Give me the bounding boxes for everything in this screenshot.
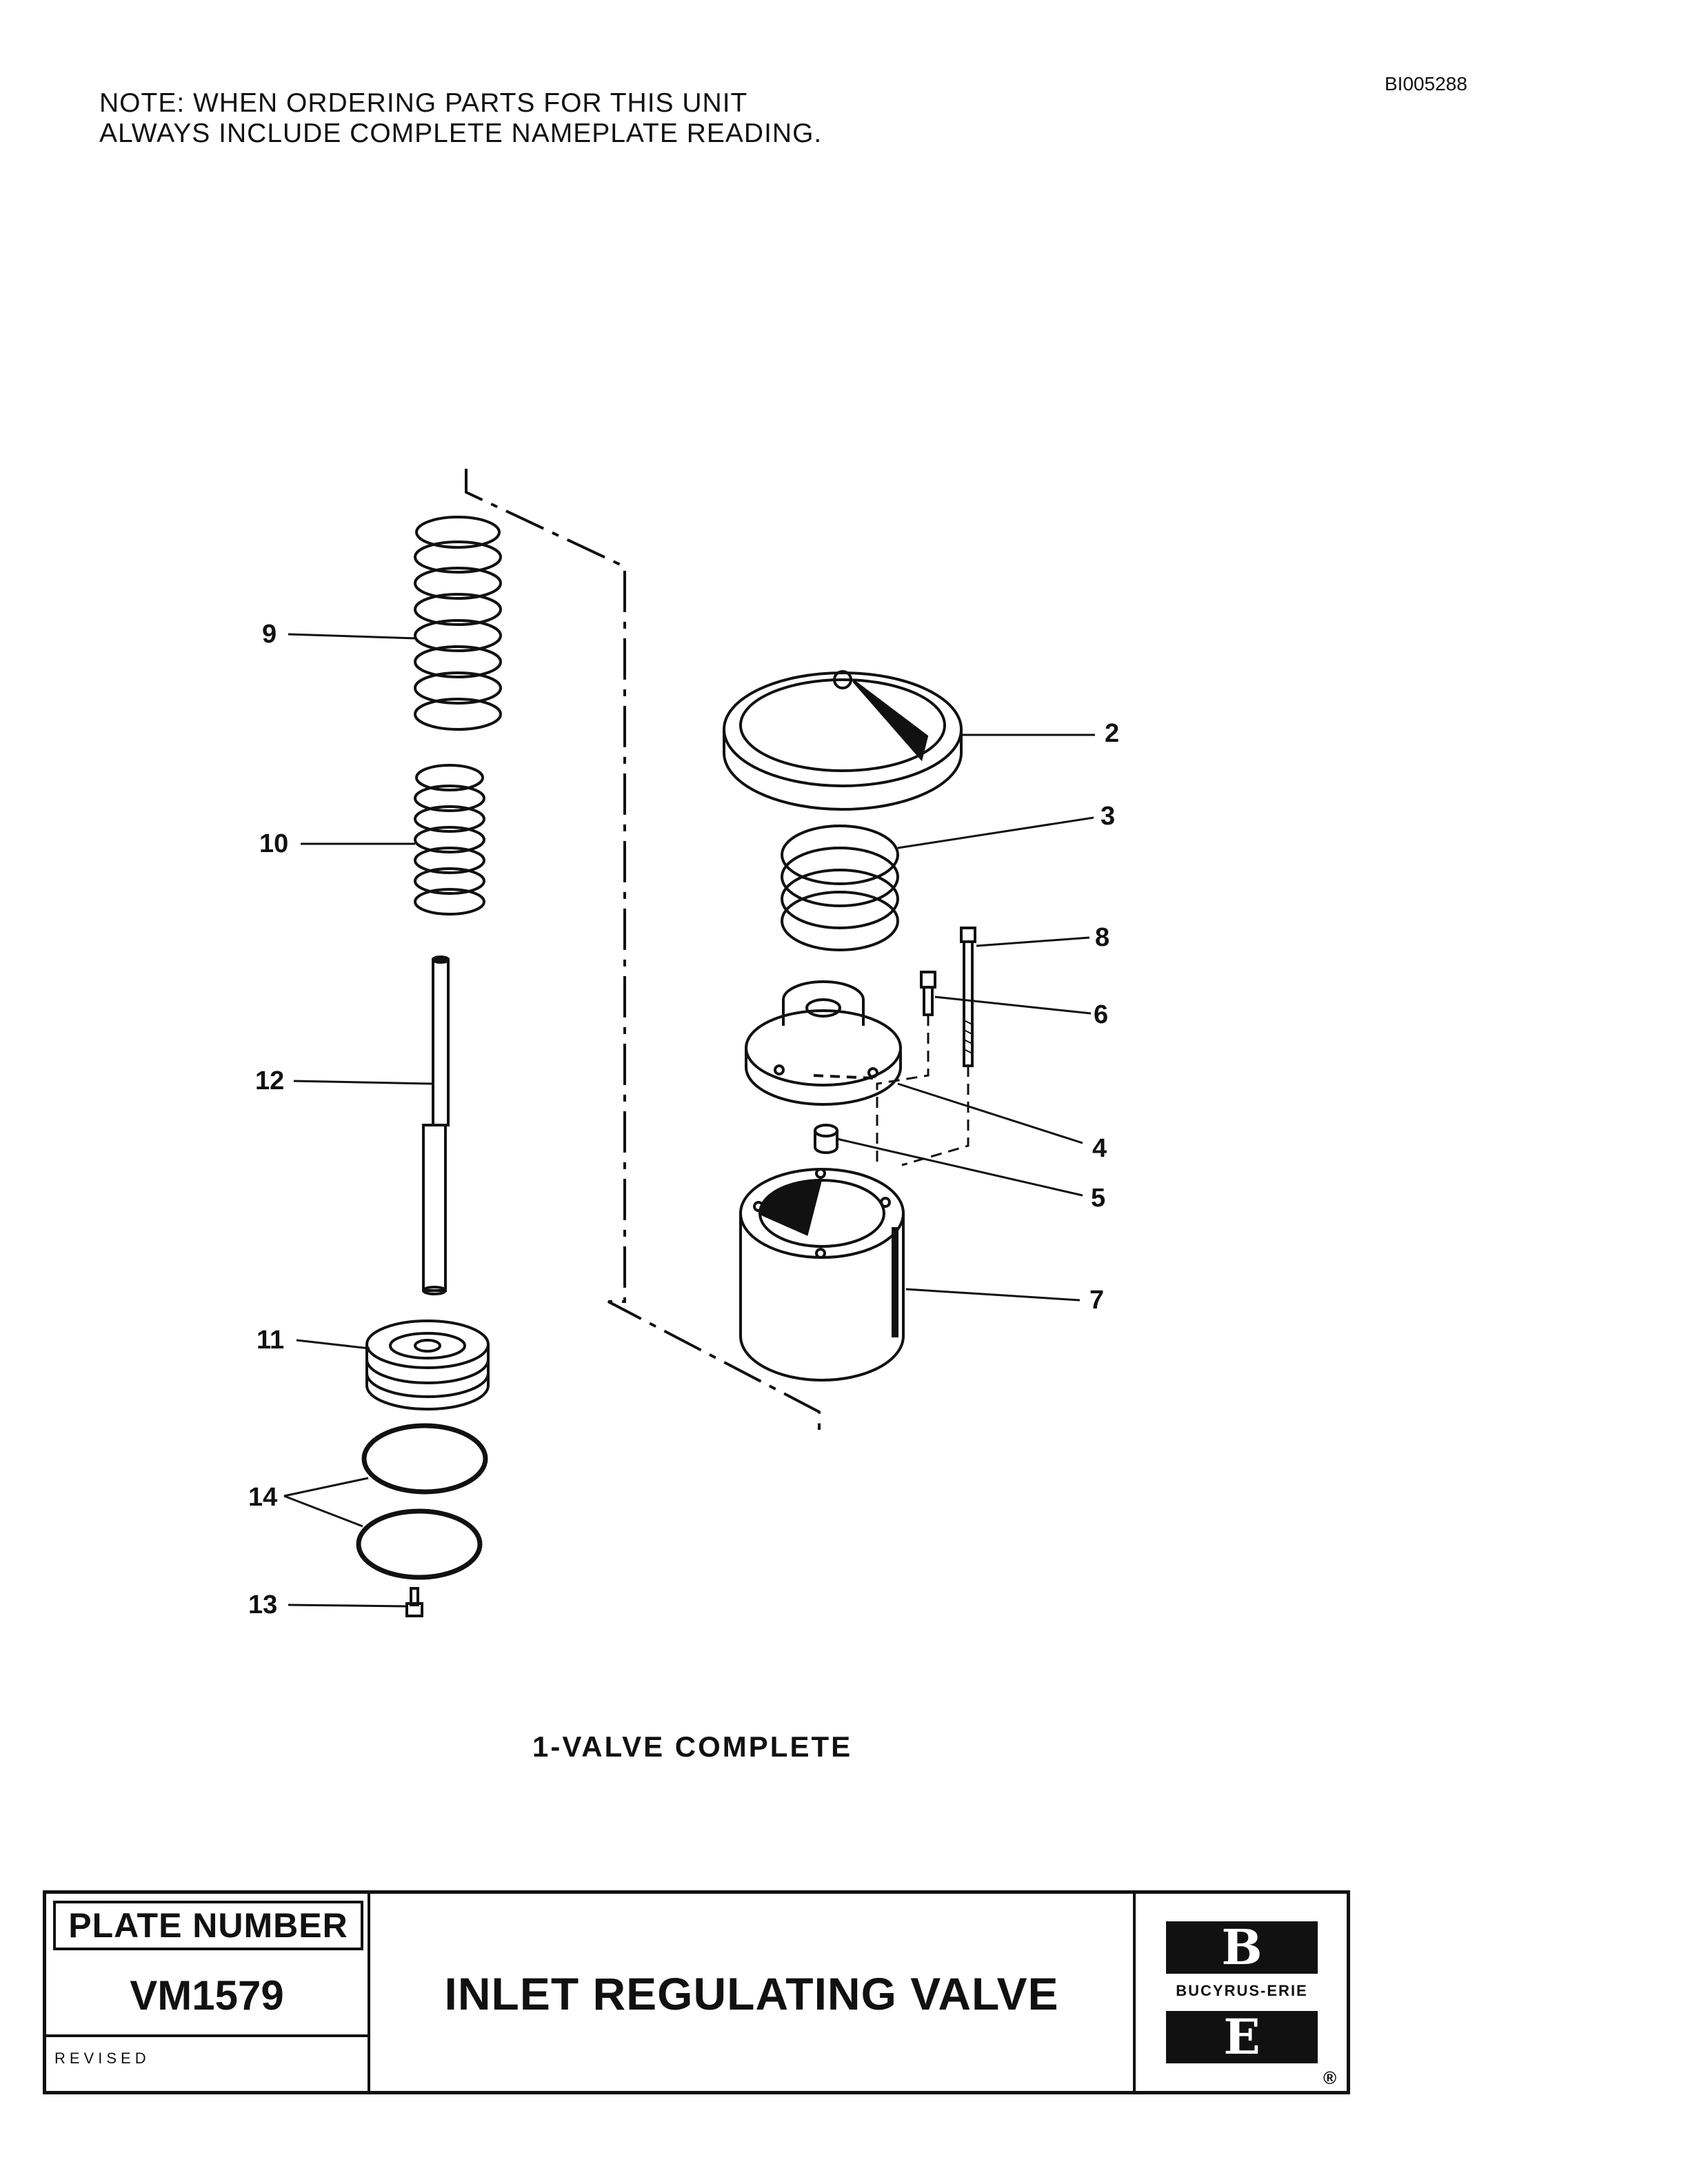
leader-lines: [283, 633, 1095, 1608]
part-13-screw: [405, 1587, 423, 1617]
part-2-diaphragm: [723, 670, 963, 811]
plate-number-section: PLATE NUMBER VM1579 REVISED: [46, 1894, 370, 2091]
callout-12: 12: [255, 1066, 284, 1095]
part-3-spring: [781, 825, 899, 951]
callout-4: 4: [1092, 1134, 1107, 1163]
logo-b-block: B: [1166, 1921, 1318, 1974]
registered-mark: ®: [1323, 2067, 1337, 2088]
logo-e-block: E: [1166, 2011, 1318, 2063]
part-8-bolt: [960, 927, 976, 1067]
part-4-cap: [745, 980, 902, 1106]
callout-2: 2: [1105, 719, 1119, 748]
callout-5: 5: [1091, 1184, 1105, 1213]
logo-company-name: BUCYRUS-ERIE: [1176, 1982, 1308, 1999]
plate-number: VM1579: [46, 1954, 368, 2037]
assembly-bracket: [465, 469, 821, 1430]
callout-3: 3: [1101, 802, 1115, 831]
part-11-piston: [365, 1320, 490, 1410]
callout-7: 7: [1089, 1286, 1104, 1315]
callout-8: 8: [1095, 923, 1109, 952]
part-9-spring: [414, 516, 502, 731]
ordering-note-line-2: ALWAYS INCLUDE COMPLETE NAMEPLATE READIN…: [99, 119, 823, 148]
ordering-note: NOTE: WHEN ORDERING PARTS FOR THIS UNIT …: [99, 88, 822, 149]
callout-10: 10: [259, 829, 288, 858]
revised-label: REVISED: [54, 2050, 150, 2067]
part-10-spring: [414, 764, 485, 916]
drawing-title: INLET REGULATING VALVE: [370, 1894, 1136, 2091]
bucyrus-erie-logo: B BUCYRUS-ERIE E ®: [1136, 1894, 1347, 2091]
plate-number-label: PLATE NUMBER: [53, 1901, 363, 1950]
assembly-line-bolt-6: [876, 1015, 930, 1165]
document-id: BI005288: [1385, 73, 1467, 94]
drawing-caption: 1-VALVE COMPLETE: [532, 1730, 853, 1763]
part-7-body: [739, 1168, 905, 1382]
callout-9: 9: [262, 620, 277, 649]
title-block: PLATE NUMBER VM1579 REVISED INLET REGULA…: [43, 1890, 1350, 2094]
callout-6: 6: [1094, 1000, 1108, 1029]
assembly-line-bolt-8: [901, 1066, 969, 1166]
callout-14: 14: [248, 1483, 277, 1512]
part-14-o-ring-upper: [361, 1423, 488, 1495]
callout-13: 13: [248, 1590, 277, 1619]
part-12-stem: [422, 956, 450, 1295]
ordering-note-line-1: NOTE: WHEN ORDERING PARTS FOR THIS UNIT: [99, 88, 748, 118]
part-5-bushing: [814, 1124, 838, 1154]
part-14-o-ring-lower: [356, 1508, 483, 1580]
part-6-bolt: [920, 971, 936, 1016]
callout-11: 11: [257, 1326, 284, 1355]
